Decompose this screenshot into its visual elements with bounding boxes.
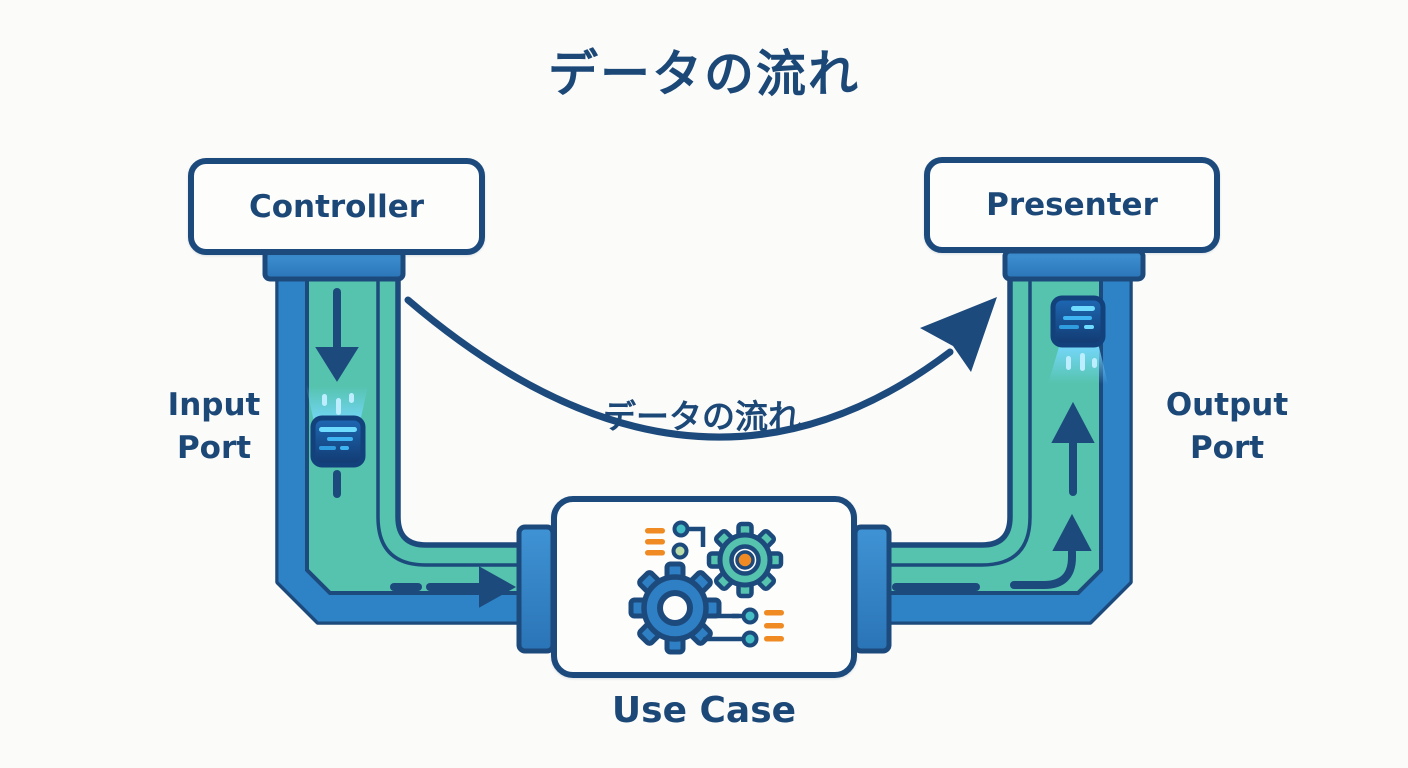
usecase-left-flange (516, 524, 556, 654)
data-chip-icon (306, 386, 368, 468)
node-use-case (551, 496, 857, 678)
page-title: データの流れ (548, 45, 860, 103)
usecase-right-flange (852, 524, 892, 654)
input-port-line2: Port (176, 430, 252, 466)
upward-flow-arrow-icon (892, 401, 1095, 591)
presenter-label: Presenter (986, 187, 1158, 223)
node-presenter: Presenter (924, 157, 1220, 253)
pipe-flanges (262, 248, 1146, 654)
data-flow-curved-arrow (404, 296, 997, 441)
output-pipe (885, 271, 1133, 625)
teal-gear-icon (706, 521, 784, 599)
gears-processing-icon (628, 520, 784, 655)
output-port-label: Output Port (1148, 384, 1306, 470)
output-port-line1: Output (1165, 387, 1289, 423)
output-port-line2: Port (1189, 430, 1265, 466)
data-chip-icon (1048, 295, 1108, 384)
controller-flange (262, 248, 406, 282)
input-pipe (275, 271, 523, 625)
downward-flow-arrow-icon (315, 288, 517, 608)
flow-arrow-label: データの流れ (603, 397, 801, 436)
circuit-node-icon (702, 607, 784, 648)
controller-label: Controller (248, 188, 425, 225)
use-case-label: Use Case (611, 690, 797, 731)
circuit-node-icon (645, 520, 706, 560)
input-port-line1: Input (167, 387, 261, 423)
input-port-label: Input Port (138, 384, 290, 470)
presenter-flange (1002, 248, 1146, 282)
blue-gear-icon (628, 561, 722, 655)
node-controller: Controller (188, 158, 485, 255)
